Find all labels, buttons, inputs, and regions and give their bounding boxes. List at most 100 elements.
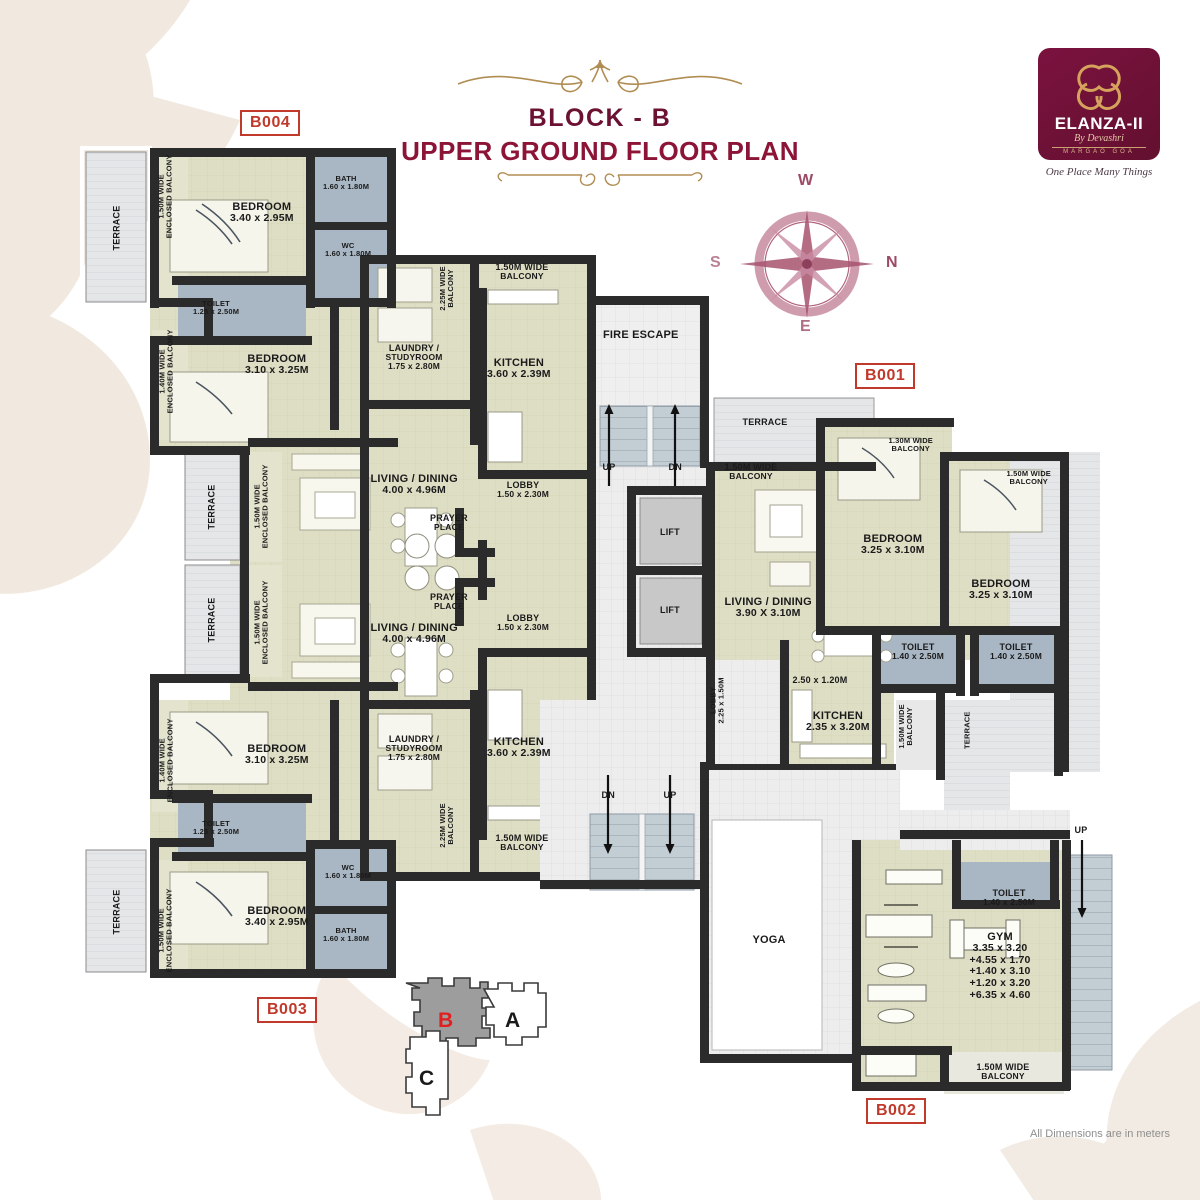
room-name: 1.50M WIDE (495, 833, 549, 843)
room-name: PRAYER (430, 592, 468, 602)
room-dimension: +6.35 x 4.60 (969, 988, 1031, 1001)
room-dimension: 3.10 x 3.25M (245, 364, 309, 377)
room-name: TERRACE (742, 417, 788, 427)
room-dimension: 3.40 x 2.95M (230, 212, 294, 225)
room-name: BATH (335, 173, 357, 183)
room-dimension: STUDYROOM (385, 742, 443, 753)
room-dimension: ENCLOSED BALCONY (165, 153, 175, 238)
room-dimension: 3.60 x 2.39M (487, 368, 551, 381)
room-label: UP (1075, 825, 1088, 835)
room-dimension: 3.25 x 3.10M (969, 589, 1033, 602)
room-name: TOILET (901, 642, 935, 652)
compass-label-right: N (886, 254, 898, 271)
apartment-badge[interactable]: B002 (866, 1098, 927, 1124)
room-name: FIRE ESCAPE (603, 329, 679, 341)
room-name: TOILET (202, 818, 230, 828)
logo-name: ELANZA-II (1054, 114, 1144, 133)
key-plan-block-c[interactable]: C (419, 1067, 435, 1090)
room-name: TERRACE (110, 205, 121, 251)
room-name: TERRACE (205, 484, 216, 530)
room-name: TERRACE (962, 711, 972, 750)
apartment-badge[interactable]: B001 (855, 363, 916, 389)
room-dimension: BALCONY (904, 706, 914, 746)
room-name: TOILET (999, 642, 1033, 652)
room-label: DN (669, 462, 682, 472)
room-dimension: 1.25 x 2.50M (193, 826, 240, 836)
room-dimension: 1.60 x 1.80M (323, 181, 370, 191)
flourish-bottom-ornament (497, 172, 703, 186)
room-dimension: BALCONY (445, 268, 455, 308)
room-name: LAUNDRY / (388, 733, 440, 744)
room-dimension: ENCLOSED BALCONY (165, 887, 175, 972)
key-plan-block-a[interactable]: A (505, 1009, 521, 1032)
room-dimension: 1.50 x 2.30M (497, 622, 550, 633)
plan-header: BLOCK - B UPPER GROUND FLOOR PLAN (330, 58, 870, 193)
room-dimension: +1.40 x 3.10 (969, 965, 1031, 978)
key-plan-icon (405, 977, 547, 1116)
apartment-badge[interactable]: B004 (240, 110, 301, 136)
room-name: LAUNDRY / (388, 342, 440, 353)
room-label: 2.50 x 1.20M (793, 675, 848, 685)
apartment-badge[interactable]: B003 (257, 997, 318, 1023)
room-name: TOILET (992, 888, 1026, 898)
room-name: GYM (987, 930, 1013, 943)
room-dimension: BALCONY (500, 842, 544, 853)
room-name: UP (602, 462, 616, 472)
room-name: 1.50M WIDE (1006, 468, 1052, 478)
key-plan[interactable]: B A C (392, 975, 562, 1125)
room-dimension: 3.90 X 3.10M (735, 607, 801, 620)
logo-emblem-icon (1077, 64, 1121, 111)
room-label: TERRACE (206, 598, 216, 643)
room-dimension: +4.55 x 1.70 (969, 953, 1031, 966)
key-plan-block-b[interactable]: B (438, 1009, 454, 1032)
room-name: 1.50M WIDE (495, 262, 549, 272)
room-dimension: PLACE (434, 601, 464, 612)
room-name: PRAYER (430, 513, 468, 523)
block-title: BLOCK - B (528, 104, 672, 132)
compass-label-top: W (798, 172, 814, 189)
compass-label-bottom: E (800, 318, 811, 335)
room-label: TERRACE (111, 890, 121, 935)
room-dimension: 2.25 x 1.50M (717, 676, 727, 723)
room-name: UP (1074, 825, 1088, 835)
room-name: DN (601, 790, 615, 800)
room-name: TOILET (202, 298, 230, 308)
room-dimension: BALCONY (1009, 476, 1048, 486)
compass-rose: W N S E (710, 172, 902, 346)
room-dimension: BALCONY (891, 443, 930, 453)
room-label: TERRACE (743, 417, 788, 427)
room-name: BEDROOM (232, 201, 292, 213)
room-label: DN (602, 790, 615, 800)
room-name: LIFT (660, 527, 680, 537)
room-dimension: 1.60 x 1.80M (325, 870, 372, 880)
room-dimension: BALCONY (445, 805, 455, 845)
room-name: TERRACE (110, 889, 121, 935)
room-name: WC (341, 240, 355, 250)
room-name: LIVING / DINING (370, 622, 458, 634)
